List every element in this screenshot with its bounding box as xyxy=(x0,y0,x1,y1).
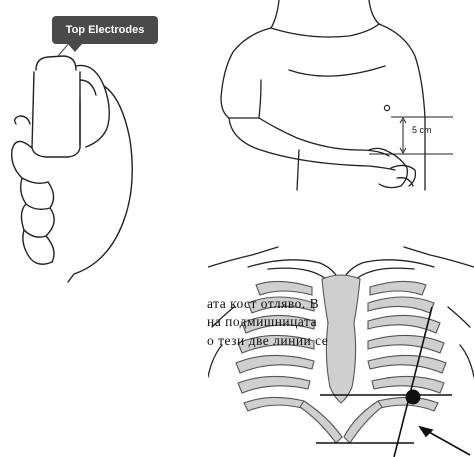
body-text-line-1: ата кост отляво. В xyxy=(207,296,474,312)
top-electrodes-label: Top Electrodes xyxy=(66,24,145,36)
shoulder-armpit-illustration xyxy=(219,0,474,200)
measurement-label: 5 cm xyxy=(412,125,432,135)
body-text-line-2: на подмишницата xyxy=(207,314,474,330)
top-electrodes-callout: Top Electrodes xyxy=(52,16,158,44)
body-text-line-3: о тези две линии се xyxy=(207,333,474,349)
